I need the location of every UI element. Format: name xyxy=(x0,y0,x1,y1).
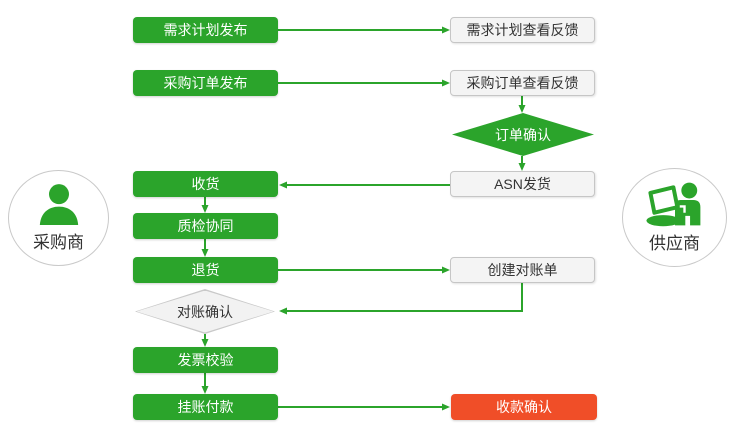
flow-node-receive-goods: 收货 xyxy=(133,171,278,197)
node-label: 采购订单发布 xyxy=(163,75,248,91)
person-with-laptop-icon xyxy=(644,181,706,227)
node-label: 订单确认 xyxy=(495,126,551,143)
flow-node-asn-ship: ASN发货 xyxy=(450,171,595,197)
flow-node-quality-check: 质检协同 xyxy=(133,213,278,239)
flow-node-receipt-confirm: 收款确认 xyxy=(451,394,597,420)
flow-node-return-goods: 退货 xyxy=(133,257,278,283)
flow-node-po-feedback: 采购订单查看反馈 xyxy=(450,70,595,96)
person-silhouette-icon xyxy=(34,183,84,226)
node-label: 需求计划查看反馈 xyxy=(466,22,579,38)
node-label: 创建对账单 xyxy=(487,262,558,278)
flow-node-demand-plan-publish: 需求计划发布 xyxy=(133,17,278,43)
flow-node-po-publish: 采购订单发布 xyxy=(133,70,278,96)
node-label: 质检协同 xyxy=(177,218,234,234)
actor-supplier: 供应商 xyxy=(622,168,727,267)
flow-node-demand-plan-feedback: 需求计划查看反馈 xyxy=(450,17,595,43)
node-label: 对账确认 xyxy=(177,303,233,320)
node-label: 收货 xyxy=(191,176,220,192)
actor-label: 采购商 xyxy=(33,232,84,252)
node-label: 采购订单查看反馈 xyxy=(466,75,579,91)
actor-buyer: 采购商 xyxy=(8,170,109,266)
actor-label: 供应商 xyxy=(649,234,700,253)
flow-node-invoice-verify: 发票校验 xyxy=(133,347,278,373)
flow-node-create-statement: 创建对账单 xyxy=(450,257,595,283)
flow-node-pending-payment: 挂账付款 xyxy=(133,394,278,420)
node-label: 需求计划发布 xyxy=(163,22,248,38)
node-label: 收款确认 xyxy=(496,399,552,415)
node-label: ASN发货 xyxy=(494,176,551,192)
node-label: 发票校验 xyxy=(177,352,234,368)
node-label: 挂账付款 xyxy=(177,399,234,415)
node-label: 退货 xyxy=(191,262,220,278)
